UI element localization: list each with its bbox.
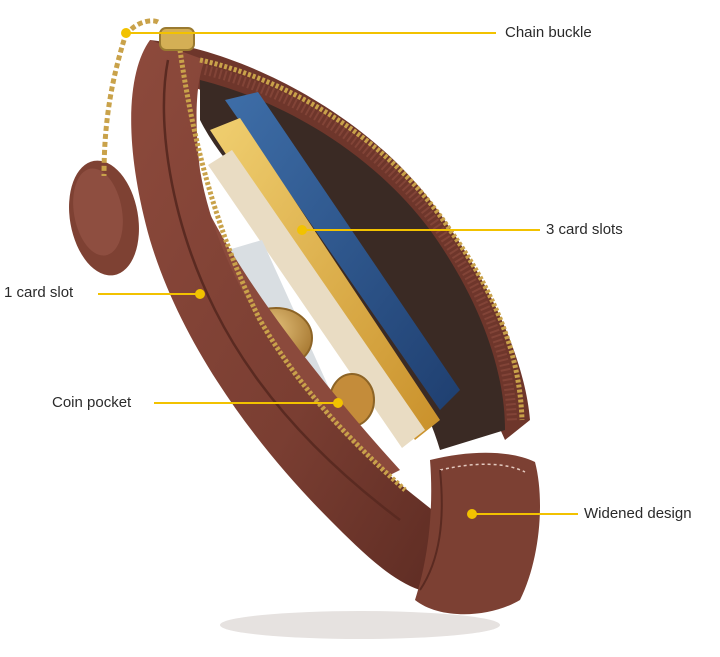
end-cap-stitching (439, 463, 526, 473)
callout-dot-chain-buckle (121, 28, 131, 38)
label-chain-buckle: Chain buckle (505, 24, 592, 41)
callout-dot-widened-design (467, 509, 477, 519)
card-slot-seam (162, 59, 401, 521)
floor-shadow (220, 611, 500, 639)
chain (101, 39, 127, 177)
zipper-front (177, 49, 407, 492)
card-cream (208, 150, 425, 448)
callout-dot-coin-pocket (333, 398, 343, 408)
label-coin-pocket: Coin pocket (52, 394, 132, 411)
card-gold (210, 118, 440, 440)
callout-dot-card-slots-3 (297, 225, 307, 235)
wallet-end-cap (415, 452, 540, 615)
callout-lines (98, 28, 578, 519)
card-blue (225, 92, 460, 410)
leather-charm-highlight (73, 168, 123, 256)
label-widened-design: Widened design (584, 505, 692, 522)
zipper-pull (159, 27, 195, 51)
coin-pocket-flap (198, 190, 400, 480)
callout-dot-card-slot-1 (195, 289, 205, 299)
zipper-back (199, 57, 525, 421)
end-cap-edge (419, 469, 443, 591)
wallet-front-panel (131, 40, 445, 590)
label-card-slots-3: 3 card slots (546, 221, 623, 238)
label-card-slot-1: 1 card slot (4, 284, 74, 301)
